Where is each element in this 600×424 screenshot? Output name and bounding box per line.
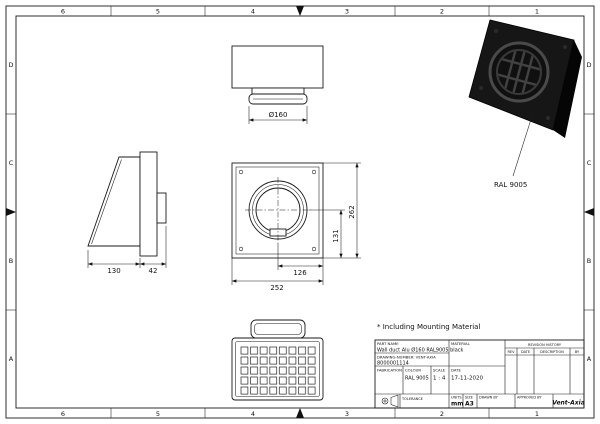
zone-row-label: A — [9, 355, 14, 363]
rev-col-date: DATE — [521, 350, 530, 354]
zone-col-label: 6 — [61, 8, 65, 16]
zone-col-label: 2 — [440, 8, 444, 16]
zone-col-label: 3 — [345, 8, 349, 16]
bottom-view — [231, 319, 324, 401]
front-view: 126 252 131 262 — [231, 162, 361, 292]
dim-diameter-label: Ø160 — [269, 111, 288, 119]
size-label: SIZE — [465, 396, 473, 400]
zone-row-label: D — [8, 61, 13, 69]
grille-pattern — [240, 346, 317, 396]
centering-arrows — [6, 6, 594, 418]
drawing-number-label: DRAWING-NUMBER: VENT-AXIA — [377, 355, 436, 360]
zone-col-label: 5 — [156, 8, 160, 16]
dim-plate-label: 42 — [149, 267, 158, 275]
projection-symbol-icon — [381, 394, 399, 408]
zone-col-label: 5 — [156, 410, 160, 418]
tolerance-label: TOLERANCE — [401, 397, 423, 401]
date-value: 17-11-2020 — [451, 376, 483, 382]
units-value: mm — [451, 401, 464, 408]
dim-half-height-label: 131 — [332, 229, 340, 242]
zone-row-label: B — [587, 257, 591, 265]
zone-col-label: 4 — [251, 8, 255, 16]
zone-col-label: 3 — [345, 410, 349, 418]
units-label: UNITS — [451, 396, 462, 400]
zone-row-label: C — [587, 159, 592, 167]
colour-label: COLOUR — [405, 368, 421, 373]
fabrication-label: FABRICATION — [377, 368, 402, 373]
approved-by-label: APPROVED BY — [517, 396, 542, 400]
part-name-value: Wall duct Alu Ø160 RAL9005 black — [377, 347, 464, 354]
scale-label: SCALE — [433, 368, 446, 373]
dim-width-label: 252 — [270, 284, 283, 292]
colour-value: RAL 9005 — [405, 376, 429, 382]
rev-col-by: BY — [575, 350, 580, 354]
revision-title: REVISION HISTORY — [528, 343, 562, 347]
zone-row-label: A — [587, 355, 592, 363]
zone-row-label: B — [9, 257, 13, 265]
isometric-render — [468, 19, 582, 138]
zone-col-label: 1 — [535, 8, 539, 16]
dim-height-label: 262 — [348, 205, 356, 218]
zone-col-label: 4 — [251, 410, 255, 418]
part-name-label: PART NAME — [377, 341, 399, 346]
dim-half-width-label: 126 — [293, 269, 307, 277]
scale-value: 1 : 4 — [433, 376, 446, 382]
brand-logo: Vent-Axia — [552, 400, 585, 407]
material-label: MATERIAL — [451, 341, 471, 346]
zone-grid-labels: 6 5 4 3 2 1 6 5 4 3 2 1 D C B A D C B A — [8, 8, 591, 419]
rev-col-description: DESCRIPTION — [540, 350, 564, 354]
drawing-number-value: 8000001114 — [377, 361, 409, 367]
top-view: Ø160 — [231, 45, 324, 124]
zone-row-label: D — [586, 61, 591, 69]
grille-bars — [493, 46, 545, 98]
dim-depth-label: 130 — [107, 267, 120, 275]
revision-table: REVISION HISTORY REV DATE DESCRIPTION BY — [505, 343, 584, 394]
drawn-by-label: DRAWN BY — [479, 396, 499, 400]
date-label: DATE — [451, 368, 461, 373]
size-value: A3 — [465, 401, 474, 408]
side-view: 130 42 — [87, 151, 167, 275]
finish-label: RAL 9005 — [494, 181, 527, 189]
mounting-note: * Including Mounting Material — [377, 323, 480, 331]
zone-col-label: 6 — [61, 410, 65, 418]
zone-col-label: 2 — [440, 410, 444, 418]
zone-col-label: 1 — [535, 410, 539, 418]
zone-ticks — [6, 6, 594, 418]
title-block-bottom-strip: TOLERANCE UNITS mm SIZE A3 DRAWN BY APPR… — [381, 394, 585, 408]
zone-row-label: C — [9, 159, 14, 167]
finish-callout: RAL 9005 — [494, 112, 534, 189]
sheet-border — [5, 5, 595, 419]
rev-col-rev: REV — [507, 350, 515, 354]
title-block: REVISION HISTORY REV DATE DESCRIPTION BY… — [374, 339, 585, 409]
